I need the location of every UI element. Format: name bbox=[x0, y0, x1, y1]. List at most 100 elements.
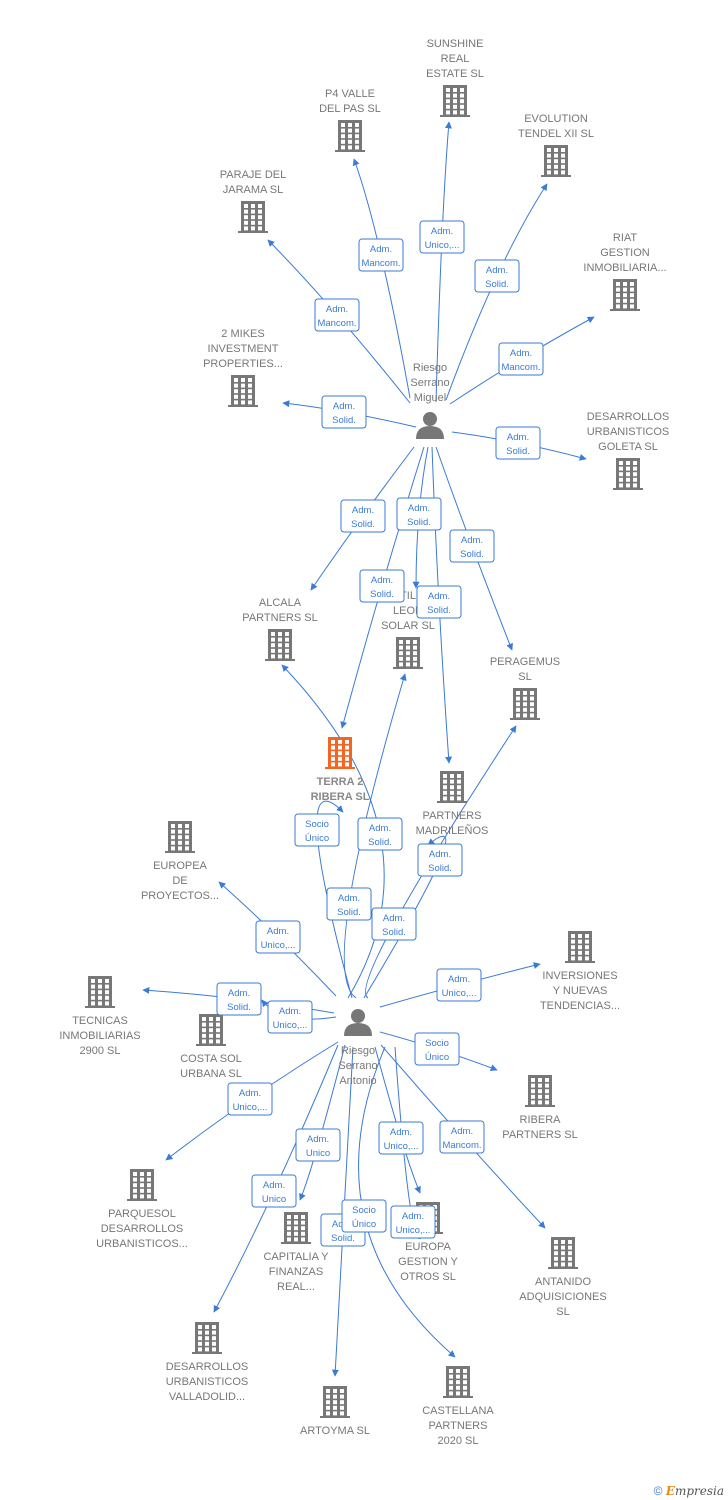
edge-label-text: Adm. bbox=[383, 913, 405, 924]
edge-label-text: Adm. bbox=[507, 432, 529, 443]
brand-logo: Empresia bbox=[665, 1484, 724, 1498]
edge-antonio-europa bbox=[374, 1046, 421, 1194]
node-riat[interactable]: RIATGESTIONINMOBILIARIA... bbox=[583, 232, 667, 311]
edge-label[interactable]: Adm.Unico,... bbox=[390, 1205, 436, 1239]
edge-label[interactable]: Adm.Solid. bbox=[396, 497, 442, 531]
node-europea[interactable]: EUROPEADEPROYECTOS... bbox=[141, 821, 219, 902]
edge-label-text: Solid. bbox=[485, 279, 509, 290]
edge-label[interactable]: Adm.Mancom. bbox=[314, 298, 360, 332]
edge-label[interactable]: Adm.Solid. bbox=[216, 982, 262, 1016]
edge-label[interactable]: Adm.Solid. bbox=[416, 585, 462, 619]
node-artoyma[interactable]: ARTOYMA SL bbox=[300, 1386, 370, 1437]
edge-label[interactable]: Adm.Solid. bbox=[449, 529, 495, 563]
building-icon bbox=[613, 458, 643, 490]
edge-label[interactable]: Adm.Mancom. bbox=[498, 342, 544, 376]
edge-label-box bbox=[439, 1120, 485, 1154]
node-label-2mikes: 2 MIKES bbox=[221, 328, 264, 340]
node-label-p4valle: DEL PAS SL bbox=[319, 103, 381, 115]
edge-label[interactable]: Adm.Solid. bbox=[321, 395, 367, 429]
node-label-sunshine: ESTATE SL bbox=[426, 68, 484, 80]
edge-label[interactable]: Adm.Unico,... bbox=[419, 220, 465, 254]
edge-label[interactable]: Adm.Solid. bbox=[417, 843, 463, 877]
edge-label[interactable]: Adm.Solid. bbox=[474, 259, 520, 293]
edge-label-text: Adm. bbox=[228, 988, 250, 999]
edge-label-text: Adm. bbox=[448, 974, 470, 985]
node-label-tecnicas: TECNICAS bbox=[72, 1015, 128, 1027]
edge-label[interactable]: Adm.Unico,... bbox=[267, 1000, 313, 1034]
node-label-castellana: CASTELLANA bbox=[422, 1405, 494, 1417]
edge-label[interactable]: Adm.Unico,... bbox=[436, 968, 482, 1002]
edge-miguel-p4valle bbox=[352, 158, 411, 399]
edge-label[interactable]: Adm.Solid. bbox=[371, 907, 417, 941]
edge-label-text: Adm. bbox=[263, 1180, 285, 1191]
node-label-madrilenos: MADRILEÑOS bbox=[416, 824, 489, 837]
edge-label-text: Adm. bbox=[510, 348, 532, 359]
edge-label-box bbox=[295, 1128, 341, 1162]
edge-label[interactable]: Adm.Unico,... bbox=[378, 1121, 424, 1155]
node-label-peragemus: PERAGEMUS bbox=[490, 656, 560, 668]
edge-label-box bbox=[340, 499, 386, 533]
edge-label-box bbox=[419, 220, 465, 254]
node-label-sunshine: REAL bbox=[441, 53, 470, 65]
edge-label[interactable]: Adm.Unico,... bbox=[227, 1082, 273, 1116]
building-icon bbox=[440, 85, 470, 117]
edge-label[interactable]: Adm.Solid. bbox=[326, 887, 372, 921]
node-label-paraje: PARAJE DEL bbox=[220, 169, 286, 181]
edge-label-text: Adm. bbox=[338, 893, 360, 904]
edge-label-text: Solid. bbox=[368, 837, 392, 848]
building-icon bbox=[228, 375, 258, 407]
edge-label[interactable]: Adm.Unico bbox=[295, 1128, 341, 1162]
building-icon bbox=[610, 279, 640, 311]
edge-label-box bbox=[371, 907, 417, 941]
node-2mikes[interactable]: 2 MIKESINVESTMENTPROPERTIES... bbox=[203, 328, 283, 407]
node-label-europea: EUROPEA bbox=[153, 860, 207, 872]
edge-label[interactable]: Adm.Mancom. bbox=[439, 1120, 485, 1154]
node-capitalia[interactable]: CAPITALIA YFINANZASREAL... bbox=[263, 1212, 329, 1293]
copyright-symbol: © bbox=[653, 1484, 663, 1498]
edge-label-box bbox=[358, 238, 404, 272]
edge-label-text: Solid. bbox=[427, 605, 451, 616]
node-label-goleta: GOLETA SL bbox=[598, 441, 658, 453]
edge-label[interactable]: Adm.Solid. bbox=[495, 426, 541, 460]
edge-label-text: Mancom. bbox=[317, 318, 356, 329]
node-label-castellana: 2020 SL bbox=[438, 1435, 479, 1447]
footer-brand[interactable]: © Empresia bbox=[654, 1484, 724, 1498]
edge-label[interactable]: Adm.Solid. bbox=[340, 499, 386, 533]
node-valladolid[interactable]: DESARROLLOSURBANISTICOSVALLADOLID... bbox=[166, 1322, 249, 1403]
building-icon bbox=[127, 1169, 157, 1201]
node-label-evolution: EVOLUTION bbox=[524, 113, 588, 125]
building-icon bbox=[238, 201, 268, 233]
edge-label[interactable]: Adm.Unico,... bbox=[255, 920, 301, 954]
edge-label-text: Socio bbox=[352, 1205, 376, 1216]
building-icon bbox=[393, 637, 423, 669]
edge-label[interactable]: Adm.Mancom. bbox=[358, 238, 404, 272]
edge-label-box bbox=[251, 1174, 297, 1208]
edge-label[interactable]: Adm.Unico bbox=[251, 1174, 297, 1208]
edge-label[interactable]: Adm.Solid. bbox=[357, 817, 403, 851]
edge-label-box bbox=[396, 497, 442, 531]
edge-label[interactable]: Adm.Solid. bbox=[359, 569, 405, 603]
node-parquesol[interactable]: PARQUESOLDESARROLLOSURBANISTICOS... bbox=[96, 1169, 188, 1250]
